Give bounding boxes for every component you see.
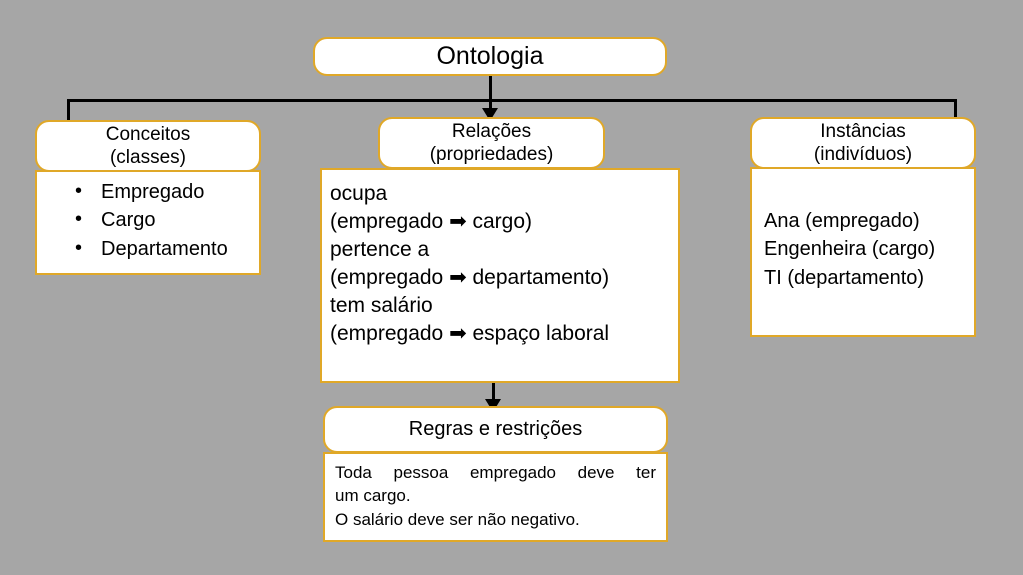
- list-item: Empregado: [75, 177, 247, 206]
- instancias-header-line2: (indivíduos): [813, 144, 913, 165]
- node-ontologia-label: Ontologia: [436, 42, 544, 71]
- list-item: Cargo: [75, 205, 247, 234]
- relacoes-line: (empregado ➡ cargo): [330, 209, 533, 233]
- relacoes-line: (empregado ➡ espaço laboral: [330, 321, 610, 345]
- node-instancias-header[interactable]: Instâncias (indivíduos): [750, 117, 976, 169]
- conceitos-header-line2: (classes): [109, 147, 186, 168]
- list-item: TI (departamento): [764, 266, 925, 289]
- conceitos-list: Empregado Cargo Departamento: [49, 177, 247, 263]
- regras-line: O salário deve ser não negativo.: [335, 509, 580, 529]
- relacoes-header-line1: Relações: [451, 120, 532, 142]
- regras-line: um cargo.: [335, 486, 411, 506]
- conceitos-header-line1: Conceitos: [105, 123, 191, 145]
- relacoes-line: pertence a: [330, 237, 430, 261]
- regras-header-label: Regras e restrições: [408, 418, 583, 441]
- list-item: Ana (empregado): [764, 210, 920, 232]
- node-regras-header[interactable]: Regras e restrições: [323, 406, 668, 453]
- node-instancias-body[interactable]: Ana (empregado) Engenheira (cargo) TI (d…: [750, 167, 976, 337]
- connector-horizontal-bus: [68, 99, 957, 102]
- list-item: Engenheira (cargo): [764, 238, 936, 261]
- connector-vertical-middle: [489, 76, 492, 112]
- list-item: Departamento: [75, 234, 247, 263]
- node-relacoes-header[interactable]: Relações (propriedades): [378, 117, 605, 169]
- regras-line: Toda pessoa empregado deve ter: [335, 463, 656, 482]
- node-conceitos-body[interactable]: Empregado Cargo Departamento: [35, 170, 261, 275]
- connector-vertical-left: [67, 99, 70, 136]
- node-regras-body[interactable]: Toda pessoa empregado deve ter um cargo.…: [323, 452, 668, 542]
- relacoes-line: tem salário: [330, 293, 433, 317]
- node-ontologia[interactable]: Ontologia: [313, 37, 667, 76]
- connector-vertical-right: [954, 99, 957, 119]
- instancias-header-line1: Instâncias: [820, 120, 906, 142]
- node-relacoes-body[interactable]: ocupa (empregado ➡ cargo) pertence a (em…: [320, 168, 680, 383]
- relacoes-header-line2: (propriedades): [429, 144, 554, 165]
- relacoes-line: ocupa: [330, 182, 388, 205]
- relacoes-line: (empregado ➡ departamento): [330, 265, 610, 289]
- node-conceitos-header[interactable]: Conceitos (classes): [35, 120, 261, 172]
